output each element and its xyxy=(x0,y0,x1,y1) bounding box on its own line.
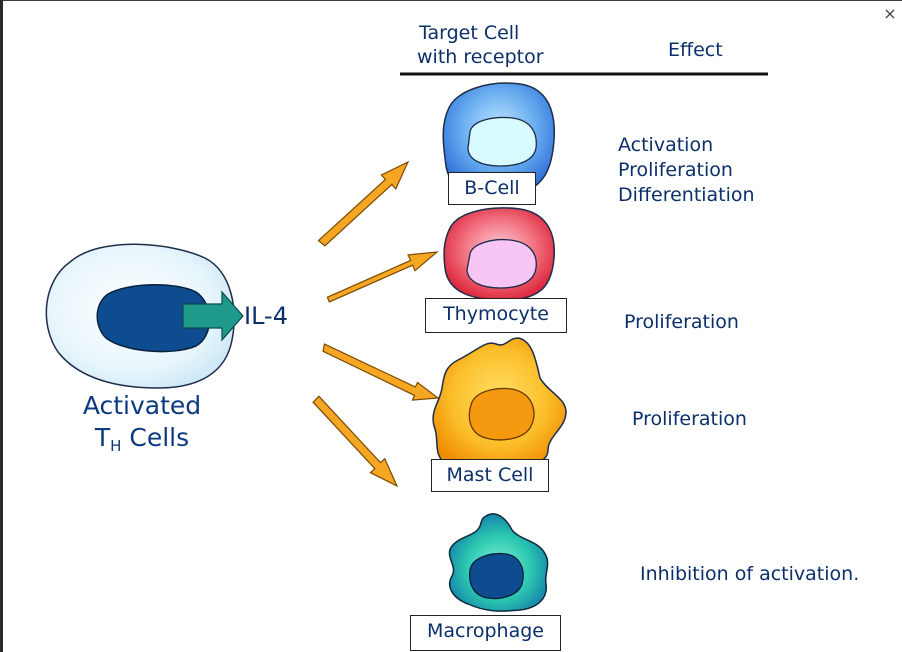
arrow-to-mast-cell xyxy=(322,343,440,401)
activated-th-title: Activated TH Cells xyxy=(62,390,222,462)
arrows-to-targets xyxy=(312,160,440,488)
thymocyte-effect-proliferation: Proliferation xyxy=(624,311,739,333)
window-left-border xyxy=(0,0,3,652)
activated-th-cell xyxy=(45,243,235,389)
b-cell-shape xyxy=(442,82,556,198)
window-top-border xyxy=(0,0,902,1)
macrophage-effect-inhibition: Inhibition of activation. xyxy=(640,563,860,585)
header-effect: Effect xyxy=(668,39,723,61)
b-cell-effect-activation: Activation xyxy=(618,134,714,156)
arrow-to-thymocyte xyxy=(326,251,439,303)
arrow-to-b-cell xyxy=(317,160,410,247)
thymocyte-shape xyxy=(443,207,555,301)
b-cell-effect-proliferation: Proliferation xyxy=(618,159,733,181)
macrophage-label: Macrophage xyxy=(410,615,561,651)
il4-secretion-arrow xyxy=(182,290,244,342)
b-cell-label: B-Cell xyxy=(448,172,536,205)
activated-th-line2: TH Cells xyxy=(62,422,222,462)
th-t-letter: T xyxy=(94,423,111,452)
arrow-to-macrophage xyxy=(312,395,399,488)
close-icon[interactable]: × xyxy=(883,4,897,23)
th-cells-word: Cells xyxy=(121,423,190,452)
thymocyte-label: Thymocyte xyxy=(425,298,567,333)
activated-th-line1: Activated xyxy=(82,391,202,420)
mast-cell-shape xyxy=(432,337,567,472)
macrophage-shape xyxy=(448,513,549,612)
th-subscript: H xyxy=(110,437,122,455)
header-target-cell-line2: with receptor xyxy=(417,46,544,68)
b-cell-effect-differentiation: Differentiation xyxy=(618,184,755,206)
mast-cell-effect-proliferation: Proliferation xyxy=(632,408,747,430)
il4-label: IL-4 xyxy=(244,302,288,330)
mast-cell-label: Mast Cell xyxy=(431,459,549,492)
header-target-cell-line1: Target Cell xyxy=(419,22,520,44)
